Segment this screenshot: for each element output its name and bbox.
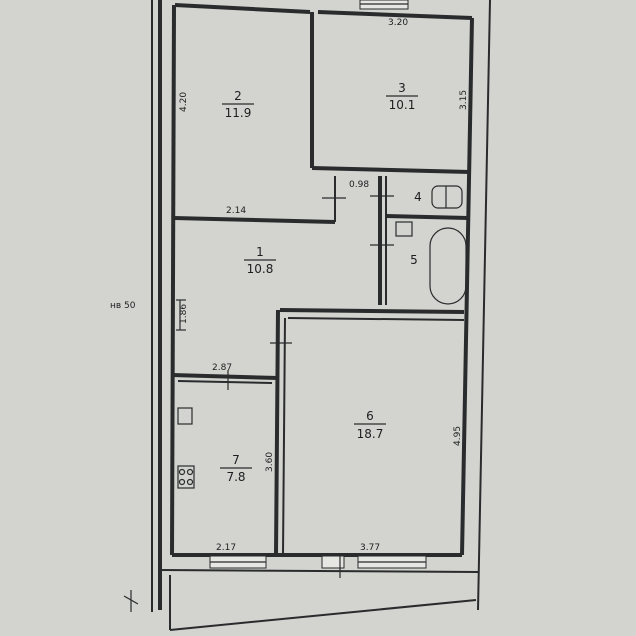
room-5-number: 5 (410, 253, 418, 267)
kitchen-sink-icon (177, 407, 193, 425)
toilet-icon (431, 185, 463, 209)
dim-room3-top: 3.20 (388, 18, 408, 28)
dim-corridor-left: 1.86 (179, 304, 189, 324)
dim-room6-height: 4.95 (453, 426, 463, 446)
dim-door: 0.98 (349, 180, 369, 190)
dimension-labels: 3.20 4.20 3.15 2.14 0.98 1.86 2.87 3.60 … (110, 18, 469, 553)
dim-room7-top: 2.87 (212, 363, 232, 373)
fixtures (177, 185, 467, 489)
sink-icon (395, 221, 413, 237)
bathtub-icon (429, 227, 467, 305)
room-3-area: 10.1 (389, 98, 416, 112)
room-1-number: 1 (256, 245, 264, 259)
windows (209, 0, 427, 569)
room-labels: 2 11.9 3 10.1 4 5 1 10.8 6 18.7 7 7.8 (220, 81, 422, 484)
room-7-number: 7 (232, 453, 240, 467)
dim-room2-left: 4.20 (179, 92, 189, 112)
dim-room7-height: 3.60 (265, 452, 275, 472)
interior-walls (171, 12, 471, 556)
dim-room6-bottom: 3.77 (360, 543, 380, 553)
room-6-number: 6 (366, 409, 374, 423)
room-3-number: 3 (398, 81, 406, 95)
dim-room7-bottom: 2.17 (216, 543, 236, 553)
room-7-area: 7.8 (226, 470, 245, 484)
dim-room2-bottom: 2.14 (226, 206, 246, 216)
dim-room3-right: 3.15 (459, 90, 469, 110)
room-1-area: 10.8 (247, 262, 274, 276)
balcony-door (321, 555, 345, 569)
outer-walls (151, 0, 491, 631)
room-6-area: 18.7 (357, 427, 384, 441)
room-4-number: 4 (414, 190, 422, 204)
door-markers (123, 195, 394, 612)
stove-icon (177, 465, 195, 489)
room-2-number: 2 (234, 89, 242, 103)
room-2-area: 11.9 (225, 106, 252, 120)
ceiling-note: нв 50 (110, 301, 136, 311)
